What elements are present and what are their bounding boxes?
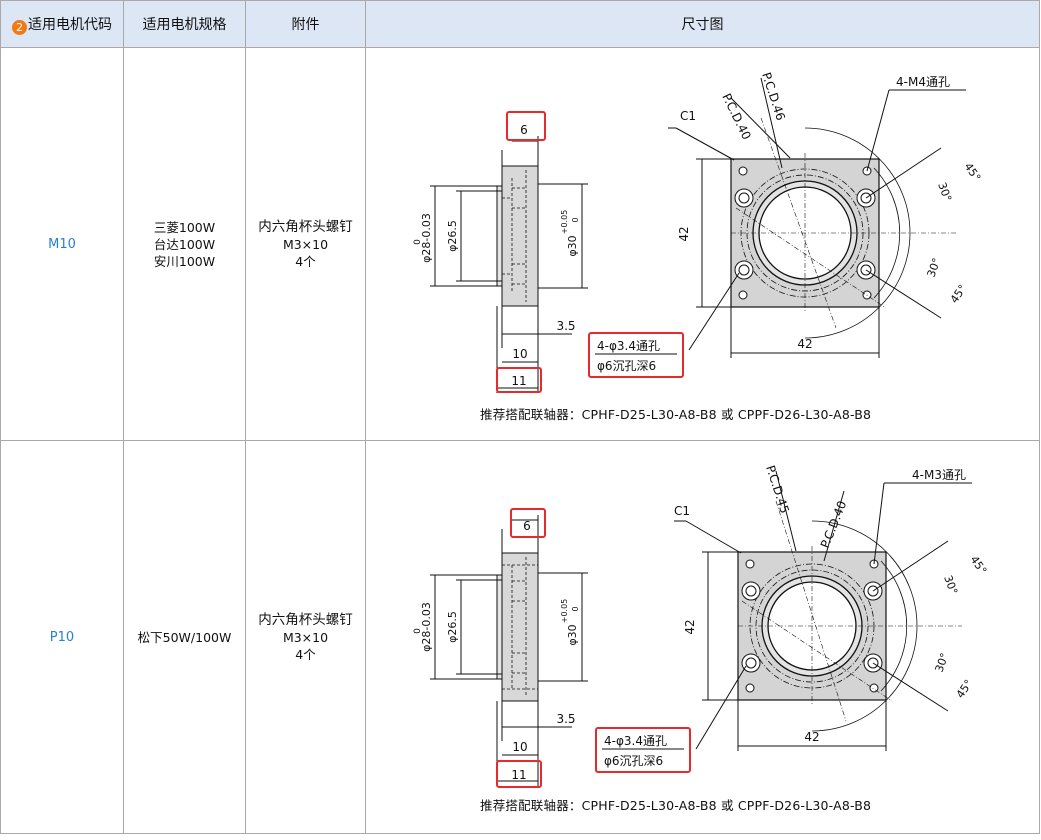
dim-30-tol-up: +0.05	[560, 210, 569, 235]
highlight-dim-6	[506, 111, 546, 141]
dim-26-5: φ26.5	[446, 611, 459, 643]
header-accessory: 附件	[245, 0, 366, 48]
motor-code[interactable]: M10	[0, 47, 124, 441]
dim-6: 6	[523, 519, 531, 533]
dim-30-tol-up: +0.05	[560, 599, 569, 624]
dim-28-tol: 0	[413, 239, 423, 245]
drawing-svg-m10: 6 φ28-0.03 0 φ26.5 φ30 +0.05 0 3.5 10 11	[413, 71, 984, 393]
dim-30: φ30	[566, 235, 579, 256]
angle-45-bottom: 45°	[948, 282, 970, 305]
dim-30: φ30	[566, 624, 579, 645]
dim-28: φ28-0.03	[420, 602, 433, 652]
angle-30-top: 30°	[941, 574, 960, 597]
dim-3-5: 3.5	[556, 319, 575, 333]
pcd-b: P.C.D.40	[818, 499, 850, 550]
angle-45-bottom: 45°	[954, 677, 976, 700]
dim-42-horizontal: 42	[797, 337, 812, 351]
dim-10: 10	[512, 740, 527, 754]
angle-30-bottom: 30°	[925, 256, 944, 279]
motor-spec: 松下50W/100W	[123, 440, 246, 834]
tap-hole: 4-M3通孔	[912, 468, 966, 482]
coupling-recommendation: 推荐搭配联轴器：CPHF-D25-L30-A8-B8 或 CPPF-D26-L3…	[480, 798, 872, 813]
hole-counterbore: φ6沉孔深6	[597, 359, 656, 373]
highlight-dim-11	[496, 367, 542, 393]
highlight-hole-note	[595, 727, 691, 773]
front-view	[668, 77, 966, 358]
dim-42-horizontal: 42	[804, 730, 819, 744]
chamfer-c1: C1	[674, 504, 690, 518]
pcd-a: P.C.D.45	[763, 464, 792, 516]
dimension-drawing: 6 φ28-0.03 0 φ26.5 φ30 +0.05 0 3.5 10 11	[365, 440, 1040, 834]
dimension-drawing: 6 φ28-0.03 0 φ26.5 φ30 +0.05 0 3.5 10 11	[365, 47, 1040, 441]
hole-through: 4-φ3.4通孔	[604, 734, 667, 748]
drawing-svg-p10: 6 φ28-0.03 0 φ26.5 φ30 +0.05 0 3.5 10 11	[413, 464, 990, 788]
dim-3-5: 3.5	[556, 712, 575, 726]
dim-28-tol: 0	[413, 628, 423, 634]
dim-42-vertical: 42	[677, 226, 691, 241]
tap-hole: 4-M4通孔	[896, 75, 950, 89]
hole-counterbore: φ6沉孔深6	[604, 754, 663, 768]
dim-30-tol-dn: 0	[571, 217, 580, 222]
highlight-dim-6	[510, 508, 546, 538]
highlight-hole-note	[588, 332, 684, 378]
highlight-dim-11	[496, 760, 542, 788]
header-drawing: 尺寸图	[365, 0, 1040, 48]
angle-45-top: 45°	[962, 160, 984, 183]
dim-42-vertical: 42	[683, 619, 697, 634]
dim-11: 11	[511, 374, 526, 388]
dim-10: 10	[512, 347, 527, 361]
hole-through: 4-φ3.4通孔	[597, 339, 660, 353]
motor-spec: 三菱100W 台达100W 安川100W	[123, 47, 246, 441]
header-motor-spec: 适用电机规格	[123, 0, 246, 48]
angle-45-top: 45°	[968, 553, 990, 576]
motor-code[interactable]: P10	[0, 440, 124, 834]
dim-26-5: φ26.5	[446, 220, 459, 252]
dim-28: φ28-0.03	[420, 213, 433, 263]
pcd-b: P.C.D.46	[759, 71, 788, 123]
dim-6: 6	[520, 123, 528, 137]
angle-30-top: 30°	[935, 181, 954, 204]
chamfer-c1: C1	[680, 109, 696, 123]
angle-30-bottom: 30°	[933, 651, 952, 674]
table-row: P10 松下50W/100W 内六角杯头螺钉 M3×10 4个	[0, 440, 1040, 834]
table-row: M10 三菱100W 台达100W 安川100W 内六角杯头螺钉 M3×10 4…	[0, 47, 1040, 441]
dim-30-tol-dn: 0	[571, 606, 580, 611]
pcd-a: P.C.D.40	[719, 91, 753, 142]
coupling-recommendation: 推荐搭配联轴器：CPHF-D25-L30-A8-B8 或 CPPF-D26-L3…	[480, 407, 872, 422]
step-badge: 2	[12, 19, 27, 35]
dim-11: 11	[511, 768, 526, 782]
front-view	[674, 470, 972, 751]
accessory: 内六角杯头螺钉 M3×10 4个	[245, 440, 366, 834]
accessory: 内六角杯头螺钉 M3×10 4个	[245, 47, 366, 441]
side-view	[430, 136, 588, 393]
side-view	[430, 515, 588, 786]
